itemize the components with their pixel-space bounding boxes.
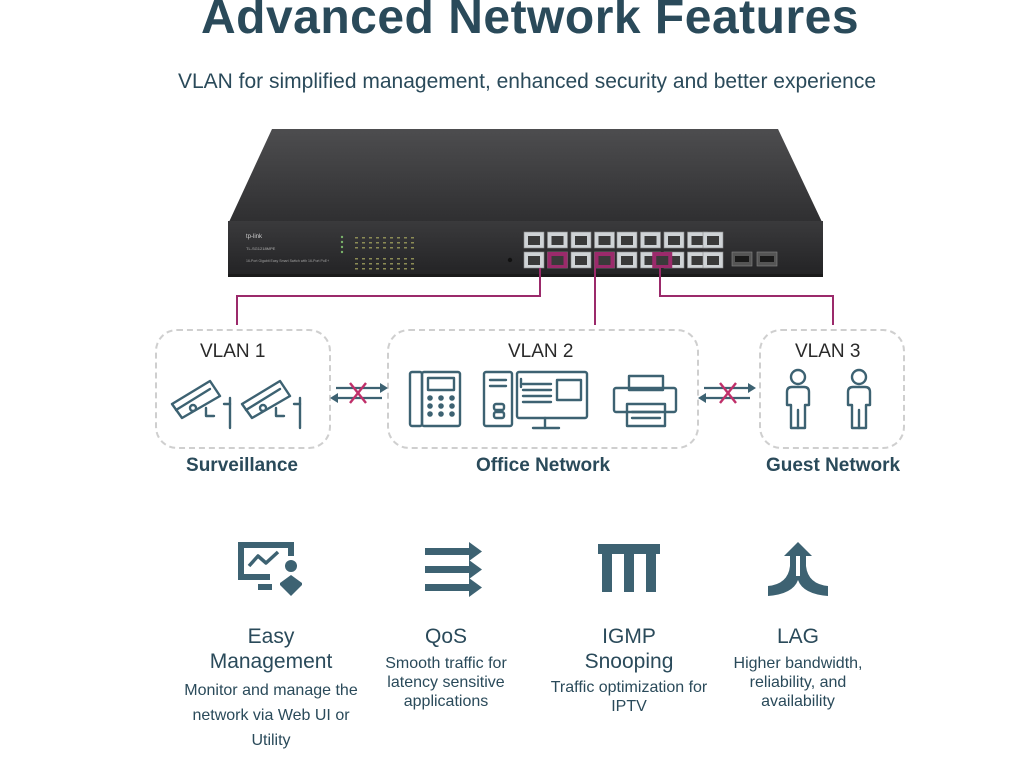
monitor-icon: [515, 370, 589, 430]
page-title: Advanced Network Features: [200, 0, 860, 44]
surveillance-camera-icon: [240, 379, 302, 430]
switch-model: TL-SG1218MPE: [246, 246, 276, 251]
feature-desc-igmp: Traffic optimization for IPTV: [550, 679, 708, 715]
vlan3-link: [659, 268, 834, 325]
vlan1-link: [236, 268, 541, 325]
switch-brand: tp-link: [246, 234, 263, 240]
management-icon: [238, 542, 302, 596]
blocked-traffic-icon: [698, 382, 756, 404]
vlan-icons: [170, 368, 872, 430]
feature-desc-qos: Smooth traffic for latency sensitive app…: [385, 655, 507, 710]
feature-title-igmp: IGMP Snooping: [584, 625, 674, 673]
desk-phone-icon: [408, 370, 462, 428]
blocked-traffic-icon: [330, 382, 388, 404]
page-subtitle: VLAN for simplified management, enhanced…: [177, 70, 877, 93]
feature-desc-lag: Higher bandwidth, reliability, and avail…: [733, 655, 863, 710]
vlan3-label: Guest Network: [765, 455, 901, 476]
igmp-icon: [598, 544, 660, 592]
feature-desc-easy-management: Monitor and manage the network via Web U…: [184, 682, 358, 749]
guest-person-icon: [785, 368, 811, 430]
network-switch: tp-link TL-SG1218MPE 16-Port Gigabit Eas…: [228, 129, 823, 277]
qos-icon: [425, 542, 482, 597]
switch-top-panel: [229, 129, 822, 222]
feature-title-lag: LAG: [776, 625, 820, 648]
vlan2-name: VLAN 2: [508, 341, 574, 362]
lag-icon: [768, 542, 828, 596]
feature-title-easy-management: Easy Management: [209, 625, 333, 673]
vlan3-box: [759, 329, 905, 449]
surveillance-camera-icon: [170, 379, 232, 430]
switch-ports: [523, 231, 778, 269]
desktop-tower-icon: [482, 370, 514, 428]
printer-icon: [612, 374, 678, 428]
guest-person-icon: [846, 368, 872, 430]
switch-leds: [340, 235, 513, 270]
switch-description: 16-Port Gigabit Easy Smart Switch with 1…: [246, 259, 329, 263]
feature-title-qos: QoS: [424, 625, 468, 648]
vlan-connections: [236, 268, 834, 325]
feature-icons: [238, 542, 828, 597]
vlan1-name: VLAN 1: [200, 341, 266, 362]
vlan2-label: Office Network: [475, 455, 611, 476]
vlan3-name: VLAN 3: [795, 341, 861, 362]
vlan1-label: Surveillance: [186, 455, 298, 476]
vlan1-box: [155, 329, 331, 449]
